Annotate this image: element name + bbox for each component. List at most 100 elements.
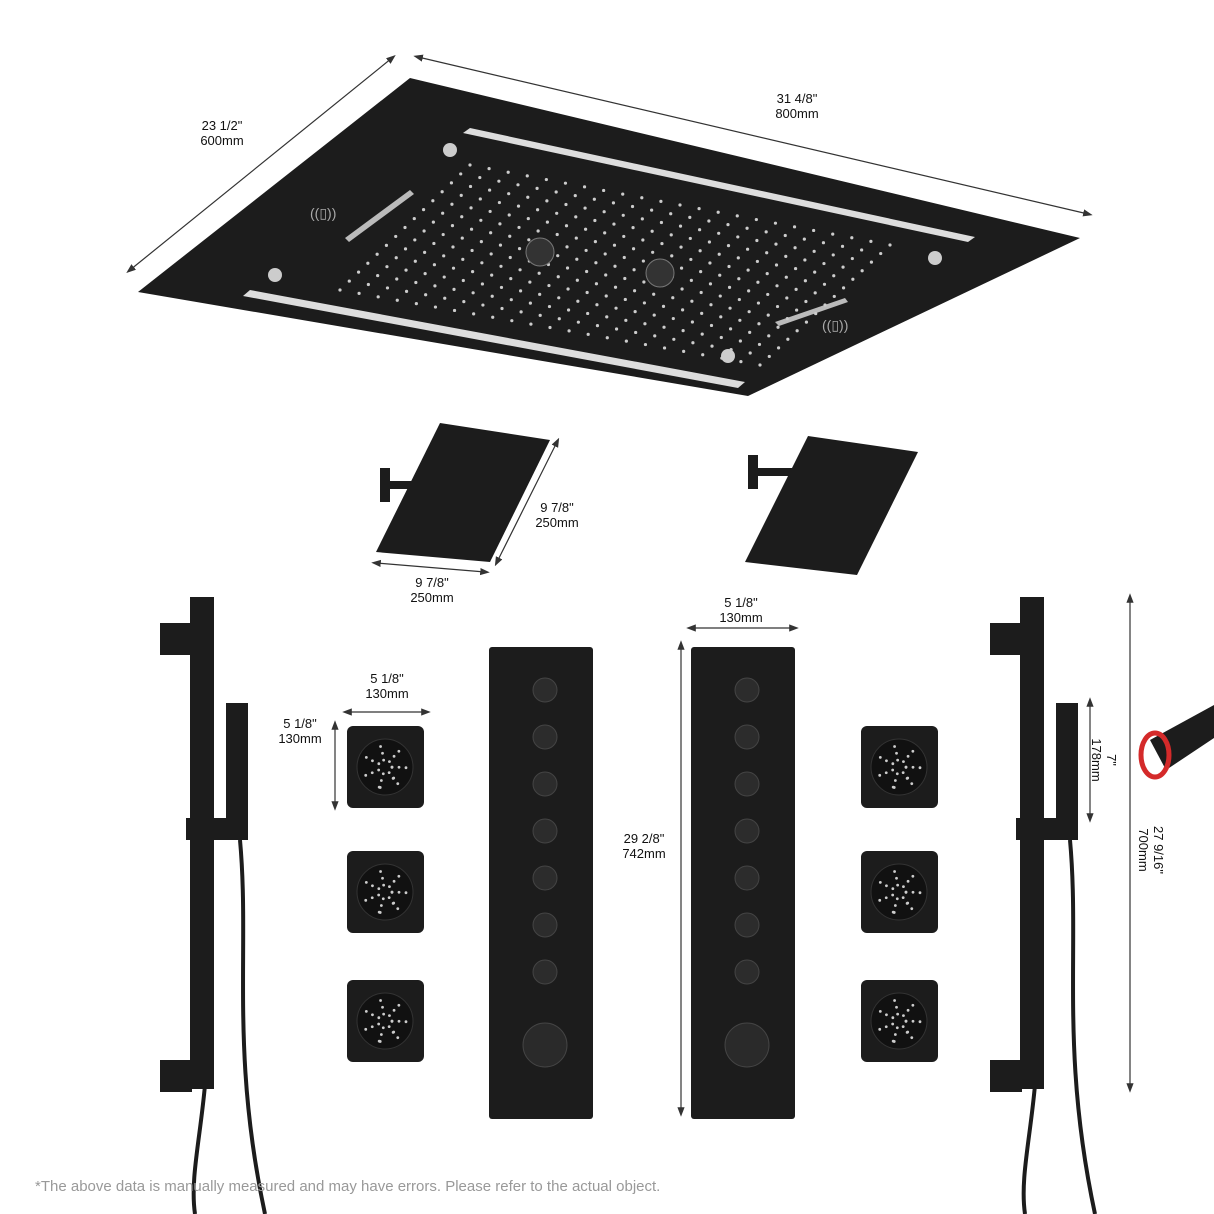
nozzle [701,353,705,357]
nozzle [745,247,750,251]
nozzle [499,264,503,268]
nozzle [404,268,408,272]
nozzle [421,208,426,212]
nozzle [803,258,807,262]
nozzle [840,244,845,248]
nozzle [545,220,550,224]
nozzle [698,228,702,232]
nozzle [557,296,561,300]
jet-height-inch: 5 1/8" [283,716,317,731]
nozzle [745,226,749,230]
nozzle [544,177,548,182]
nozzle [699,270,703,274]
nozzle [480,261,484,265]
led-bar-right [775,298,848,326]
nozzle [623,297,627,302]
nozzle [690,299,694,303]
nozzle [640,196,644,200]
nozzle [563,181,568,185]
nozzle [650,208,654,212]
nozzle [813,270,817,274]
nozzle [595,303,599,307]
nozzle [632,268,636,272]
nozzle [490,273,494,277]
body-spray-jet [347,851,424,933]
nozzle [669,212,673,216]
nozzle [468,184,473,189]
slidebar-height-mm: 700mm [1136,828,1151,871]
nozzle [841,265,845,269]
valve-knob [532,865,558,891]
nozzle [595,324,600,328]
nozzle [640,217,644,221]
nozzle [689,257,693,262]
nozzle [850,236,854,240]
nozzle [366,282,370,287]
nozzle [470,248,474,253]
ceiling-shower-panel: ((▯)) ((▯)) [138,78,1080,396]
nozzle [765,251,769,255]
nozzle [602,188,606,193]
ceiling-width-mm: 800mm [775,106,818,121]
nozzle [613,285,618,289]
nozzle [624,339,628,343]
nozzle [755,238,759,243]
nozzle [508,234,512,238]
nozzle [860,269,864,273]
nozzle [794,287,798,291]
nozzle [642,301,647,305]
nozzle [621,192,625,196]
nozzle [478,197,482,201]
nozzle [566,308,571,312]
nozzle [594,261,598,265]
footnote: *The above data is manually measured and… [35,1178,660,1195]
nozzle [394,256,398,260]
ceiling-width-inch: 31 4/8" [777,91,818,106]
nozzle [680,308,685,312]
nozzle [707,240,712,244]
nozzle [536,229,540,233]
valve-knob [734,677,760,703]
nozzle [766,292,770,297]
nozzle [700,311,704,315]
nozzle [709,323,714,328]
nozzle [594,282,599,286]
nozzle [775,304,780,309]
nozzle [528,280,532,284]
nozzle [564,202,568,207]
nozzle [670,254,674,258]
nozzle [766,313,770,317]
nozzle [850,256,854,261]
nozzle [671,296,675,300]
thermostat-knob [522,1022,568,1068]
nozzle [869,239,873,243]
nozzle [631,226,635,230]
valve-knob [734,959,760,985]
nozzle [823,303,827,307]
nozzle [754,217,758,222]
nozzle [441,211,445,215]
nozzle [376,273,380,278]
nozzle [488,188,492,192]
nozzle [338,288,342,292]
nozzle [612,222,616,226]
handshower-length-inch: 7" [1104,754,1119,766]
nozzle [641,259,645,263]
nozzle [528,301,532,305]
nozzle [422,229,426,233]
nozzle [605,315,609,319]
nozzle [756,280,760,284]
hand-shower-detail [1138,705,1214,780]
valve-knob [532,959,558,985]
nozzle [804,320,809,324]
nozzle [441,232,445,237]
nozzle [785,296,789,300]
nozzle [566,287,570,291]
nozzle [603,252,607,256]
nozzle [710,344,714,348]
nozzle [518,289,523,293]
nozzle [776,346,781,350]
nozzle [450,202,454,206]
nozzle [556,254,560,258]
